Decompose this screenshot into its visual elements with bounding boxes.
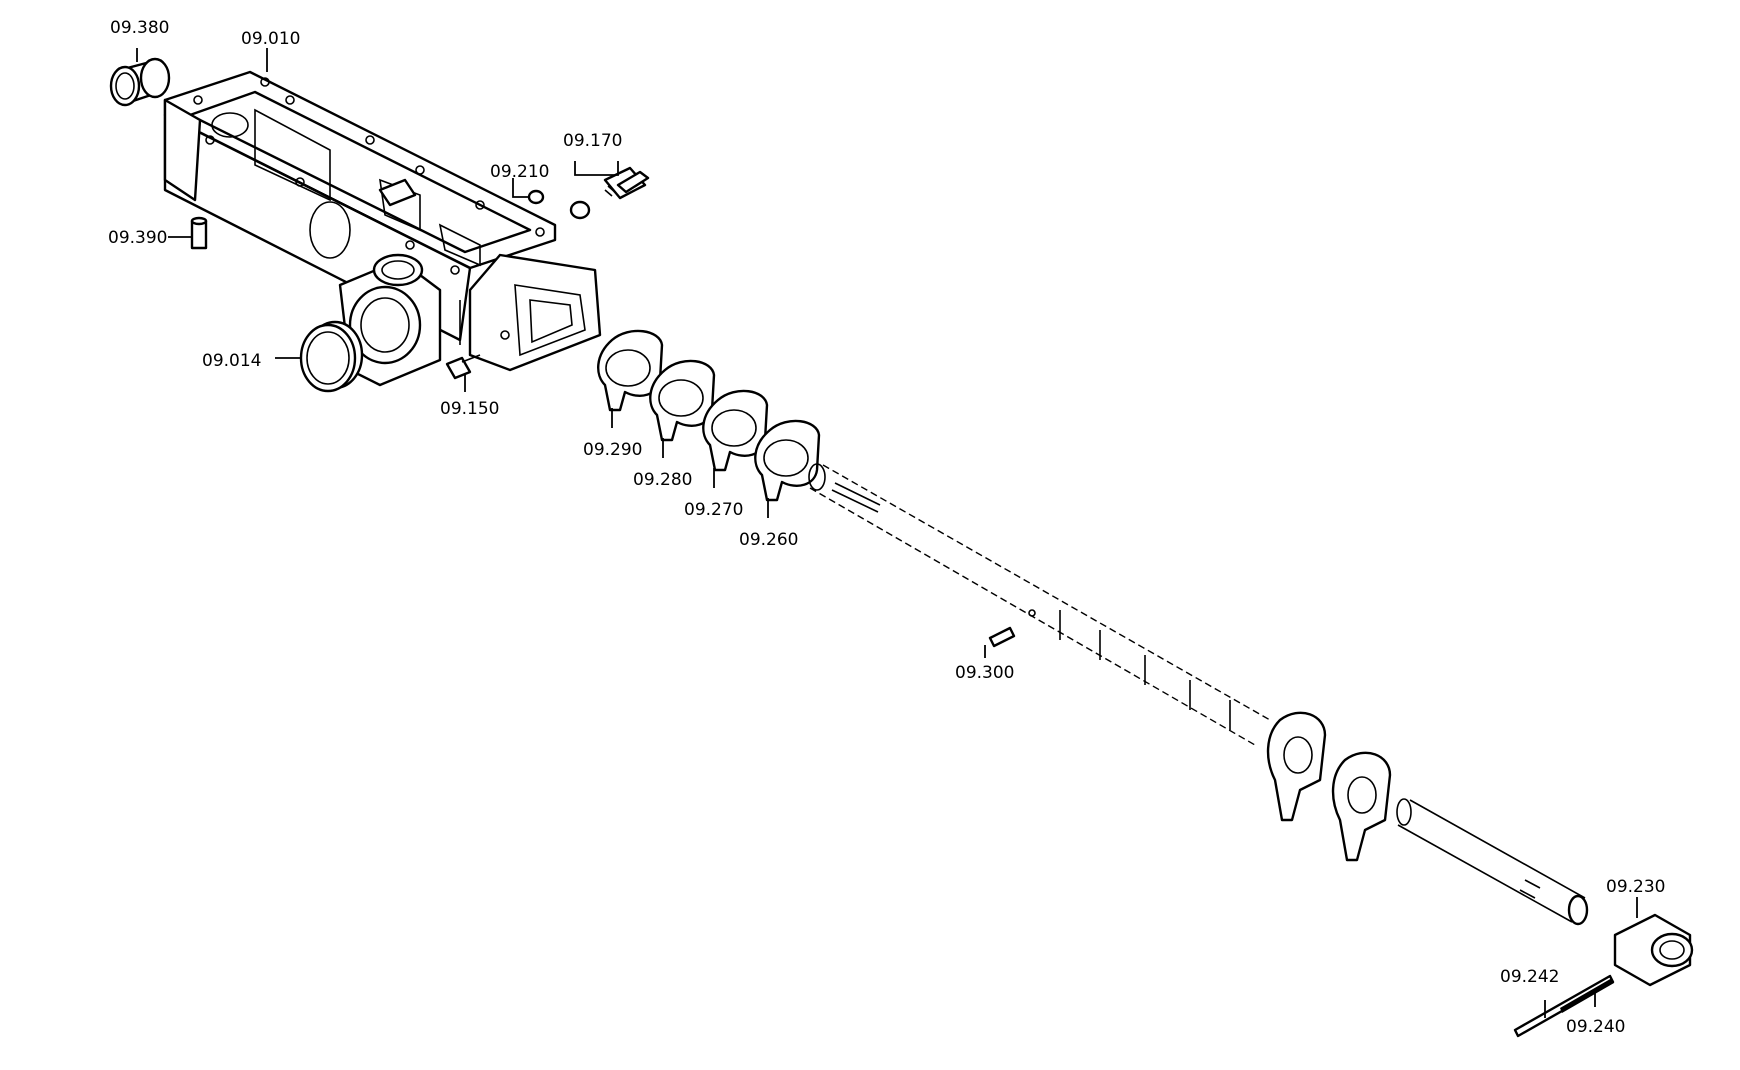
small-plug-part [527, 189, 545, 205]
label-09300: 09.300 [955, 663, 1014, 683]
label-09380: 09.380 [110, 18, 169, 38]
label-09280: 09.280 [633, 470, 692, 490]
fork-plate-part [754, 419, 821, 502]
label-09390: 09.390 [108, 228, 167, 248]
fork-plate-part [597, 329, 664, 412]
label-09014: 09.014 [202, 351, 261, 371]
label-09150: 09.150 [440, 399, 499, 419]
dowel-pin-part [190, 216, 208, 250]
label-09270: 09.270 [684, 500, 743, 520]
selector-lever-part [1331, 751, 1392, 862]
bushing-part [109, 57, 171, 107]
label-09290: 09.290 [583, 440, 642, 460]
label-09230: 09.230 [1606, 877, 1665, 897]
plug-part [445, 354, 481, 380]
seal-ring-part [299, 320, 364, 393]
fork-plate-part [649, 359, 716, 442]
fork-plate-part [702, 389, 769, 472]
label-09010: 09.010 [241, 29, 300, 49]
shift-rail-part [808, 463, 1271, 746]
threaded-rod-part [1513, 974, 1615, 1038]
roll-pin-part [988, 609, 1036, 648]
housing-part [163, 70, 602, 387]
guide-block-part [1613, 913, 1694, 987]
label-09170: 09.170 [563, 131, 622, 151]
label-09260: 09.260 [739, 530, 798, 550]
sleeve-part [1396, 798, 1589, 926]
label-09210: 09.210 [490, 162, 549, 182]
leader-lines [136, 48, 1638, 1018]
label-09240: 09.240 [1566, 1017, 1625, 1037]
label-09242: 09.242 [1500, 967, 1559, 987]
selector-fork-part [1266, 711, 1327, 822]
